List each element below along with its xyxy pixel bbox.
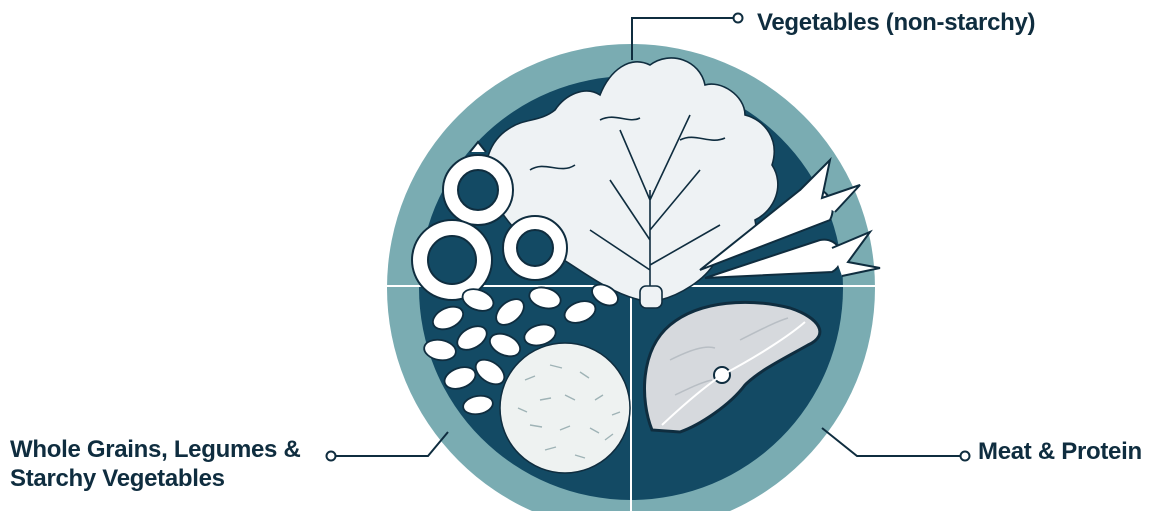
grains-label-line1: Whole Grains, Legumes & bbox=[10, 435, 301, 464]
meat-protein-label: Meat & Protein bbox=[978, 437, 1142, 466]
grains-label: Whole Grains, Legumes & Starchy Vegetabl… bbox=[10, 435, 301, 493]
vegetables-label: Vegetables (non-starchy) bbox=[757, 8, 1035, 37]
grains-label-line2: Starchy Vegetables bbox=[10, 464, 301, 493]
rice-icon bbox=[500, 343, 630, 473]
